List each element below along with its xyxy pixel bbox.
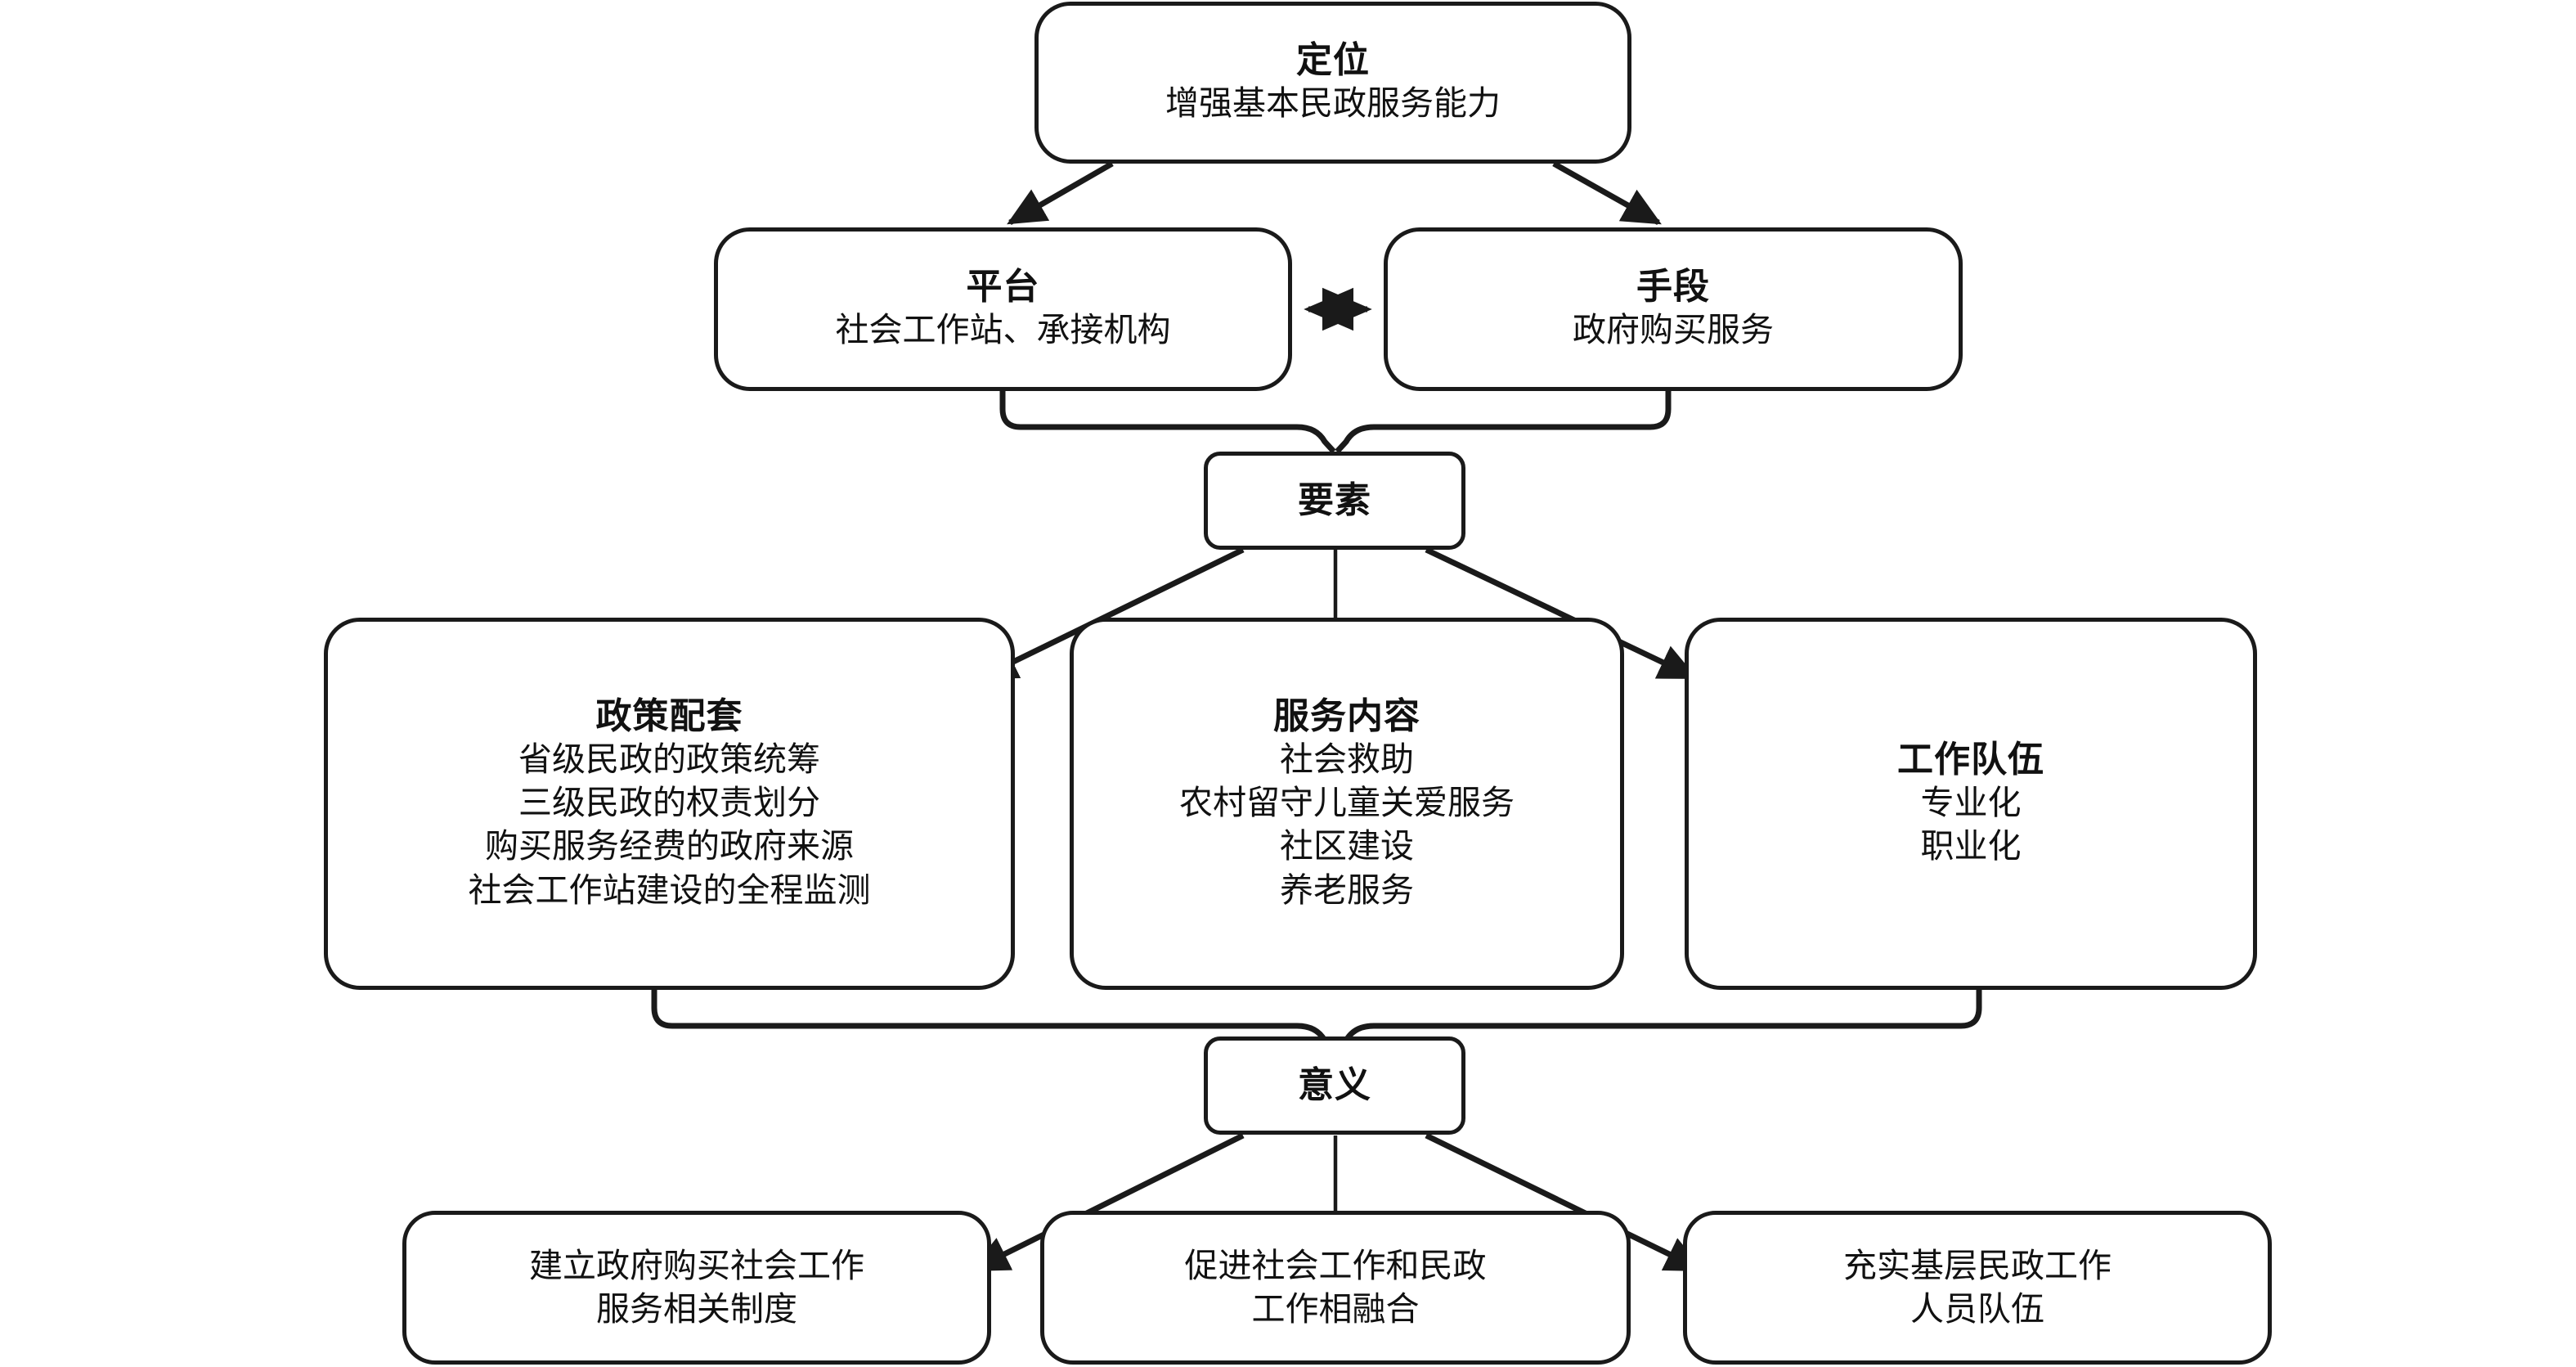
node-means-title: 手段 [1636, 266, 1710, 308]
edge-positioning-to-means [1552, 160, 1662, 226]
node-policy-line-2: 购买服务经费的政府来源 [485, 826, 854, 866]
node-outcome3[interactable]: 充实基层民政工作 人员队伍 [1683, 1211, 2272, 1365]
node-means[interactable]: 手段 政府购买服务 [1384, 227, 1963, 391]
node-policy-lines: 省级民政的政策统筹 三级民政的权责划分 购买服务经费的政府来源 社会工作站建设的… [469, 738, 871, 912]
node-positioning-title: 定位 [1296, 39, 1370, 82]
edge-brace-to-elements [999, 391, 1672, 454]
node-policy-line-1: 三级民政的权责划分 [518, 783, 820, 823]
node-outcome2-line-1: 工作相融合 [1251, 1289, 1420, 1329]
node-platform[interactable]: 平台 社会工作站、承接机构 [714, 227, 1292, 391]
node-service-line-3: 养老服务 [1280, 870, 1414, 910]
node-policy[interactable]: 政策配套 省级民政的政策统筹 三级民政的权责划分 购买服务经费的政府来源 社会工… [324, 618, 1015, 990]
node-outcome2-line-0: 促进社会工作和民政 [1184, 1245, 1487, 1285]
node-elements-title: 要素 [1298, 479, 1371, 522]
node-service-line-0: 社会救助 [1280, 739, 1414, 779]
node-team-line-0: 专业化 [1920, 783, 2022, 823]
node-platform-line-0: 社会工作站、承接机构 [835, 310, 1171, 350]
node-outcome1-line-0: 建立政府购买社会工作 [529, 1245, 864, 1285]
node-team-line-1: 职业化 [1920, 826, 2022, 866]
node-outcome3-line-0: 充实基层民政工作 [1843, 1245, 2112, 1285]
node-service-line-1: 农村留守儿童关爱服务 [1179, 783, 1515, 823]
node-service-lines: 社会救助 农村留守儿童关爱服务 社区建设 养老服务 [1179, 738, 1515, 912]
node-service[interactable]: 服务内容 社会救助 农村留守儿童关爱服务 社区建设 养老服务 [1070, 618, 1624, 990]
node-platform-title: 平台 [966, 266, 1040, 308]
node-significance[interactable]: 意义 [1204, 1036, 1465, 1135]
node-outcome1[interactable]: 建立政府购买社会工作 服务相关制度 [402, 1211, 991, 1365]
node-outcome1-line-1: 服务相关制度 [596, 1289, 797, 1329]
node-means-line-0: 政府购买服务 [1573, 310, 1774, 350]
node-outcome3-line-1: 人员队伍 [1910, 1289, 2044, 1329]
node-policy-line-3: 社会工作站建设的全程监测 [468, 870, 871, 910]
node-team[interactable]: 工作队伍 专业化 职业化 [1685, 618, 2257, 990]
node-elements[interactable]: 要素 [1204, 452, 1465, 550]
node-team-title: 工作队伍 [1897, 739, 2044, 781]
node-positioning[interactable]: 定位 增强基本民政服务能力 [1034, 2, 1631, 164]
node-service-line-2: 社区建设 [1280, 826, 1414, 866]
node-significance-title: 意义 [1298, 1064, 1371, 1107]
node-outcome2[interactable]: 促进社会工作和民政 工作相融合 [1040, 1211, 1631, 1365]
edge-positioning-to-platform [1007, 160, 1114, 226]
node-service-title: 服务内容 [1273, 695, 1420, 737]
node-policy-line-0: 省级民政的政策统筹 [518, 739, 820, 779]
node-team-lines: 专业化 职业化 [1921, 781, 2022, 869]
node-positioning-line-0: 增强基本民政服务能力 [1165, 83, 1501, 124]
node-policy-title: 政策配套 [595, 695, 743, 737]
